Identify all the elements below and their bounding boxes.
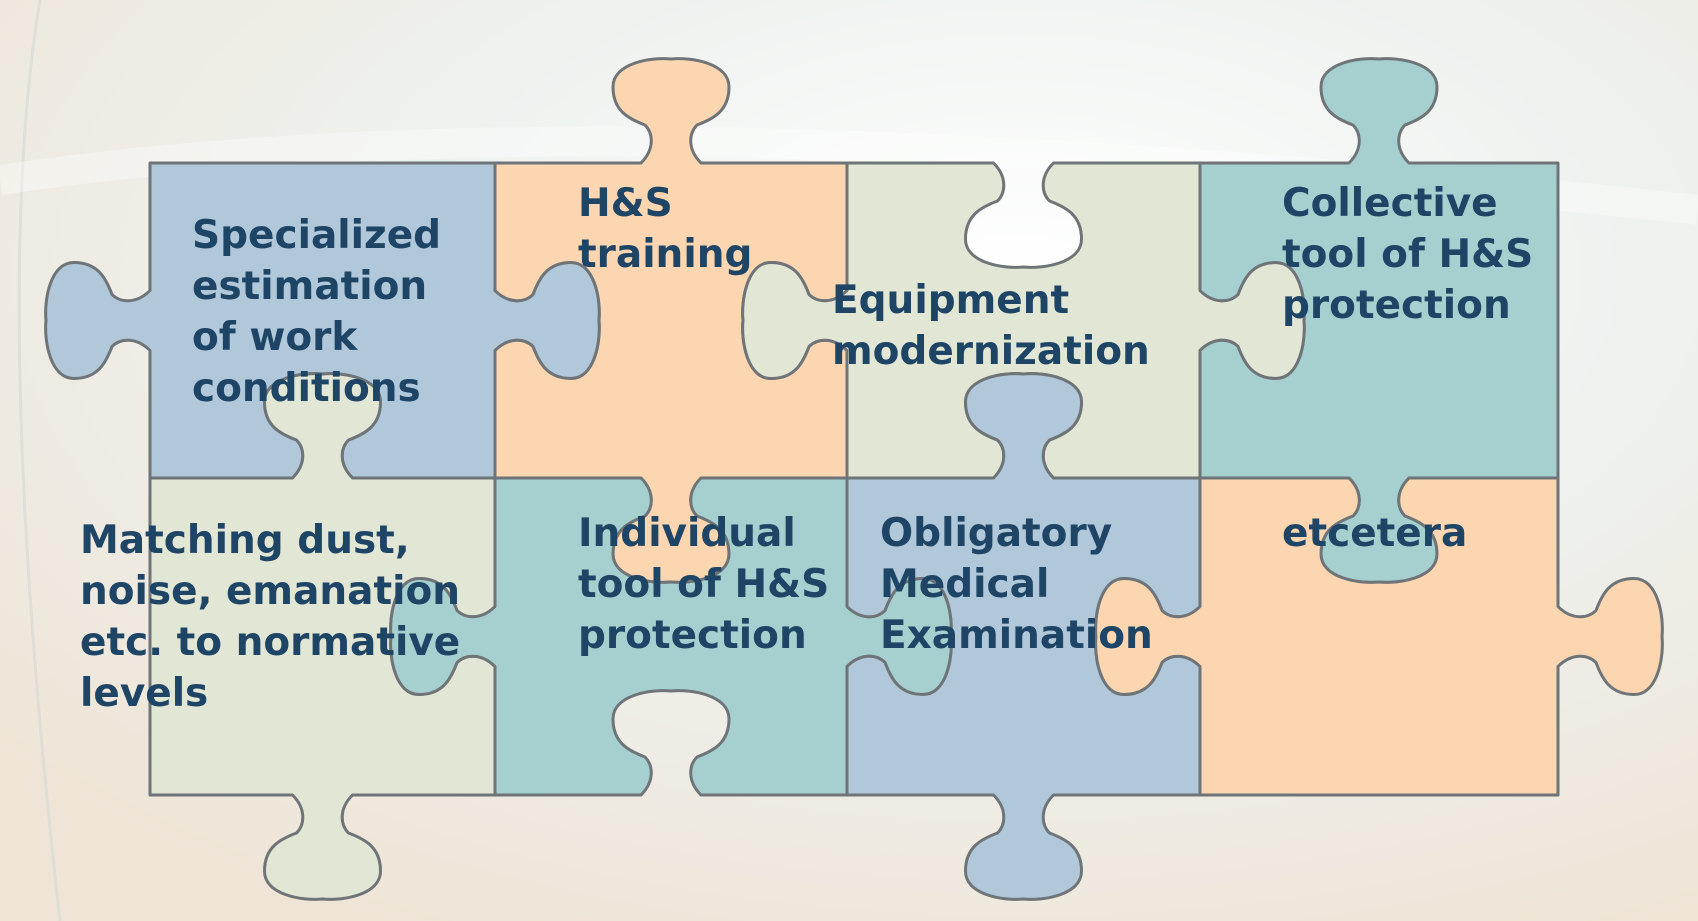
label-line: modernization (832, 329, 1150, 374)
label-line: etcetera (1282, 511, 1468, 556)
label-line: Equipment (832, 278, 1070, 323)
label-line: Matching dust, (80, 518, 410, 563)
label-line: Collective (1282, 181, 1498, 226)
label-line: of work (192, 315, 358, 360)
puzzle-piece-label-2: H&S training (578, 178, 752, 280)
puzzle-piece-label-1: Specialized estimation of work conditions (192, 210, 441, 414)
label-line: conditions (192, 366, 421, 411)
label-line: H&S (578, 181, 673, 226)
label-line: estimation (192, 264, 428, 309)
label-line: etc. to normative (80, 620, 461, 665)
label-line: Specialized (192, 213, 442, 258)
puzzle-piece-label-8: etcetera (1282, 508, 1467, 559)
label-line: training (578, 232, 753, 277)
label-line: tool of H&S (1282, 232, 1534, 277)
label-line: noise, emanation (80, 569, 461, 614)
label-line: Examination (880, 613, 1153, 658)
puzzle-piece-label-4: Collective tool of H&S protection (1282, 178, 1533, 331)
label-line: protection (1282, 283, 1511, 328)
label-line: protection (578, 613, 807, 658)
label-line: tool of H&S (578, 562, 830, 607)
label-line: Individual (578, 511, 796, 556)
label-line: Medical (880, 562, 1050, 607)
puzzle-piece-label-6: Individual tool of H&S protection (578, 508, 829, 661)
puzzle-piece-label-3: Equipment modernization (832, 275, 1150, 377)
label-line: Obligatory (880, 511, 1113, 556)
puzzle-piece-label-5: Matching dust, noise, emanation etc. to no… (80, 515, 460, 719)
puzzle-piece-8 (1094, 476, 1664, 797)
label-line: levels (80, 671, 209, 716)
